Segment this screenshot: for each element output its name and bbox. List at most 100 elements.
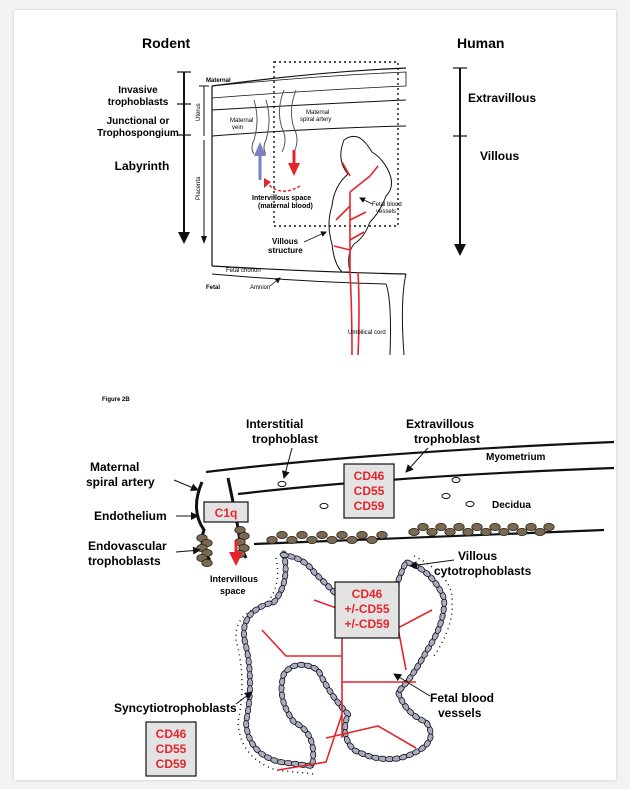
bottom-box-line-2: CD55 (156, 742, 187, 756)
label-intervillous-2b: space (220, 586, 246, 596)
trophoblast-cell (280, 552, 289, 558)
extravillous-cell (535, 528, 545, 535)
label-myometrium: Myometrium (486, 452, 546, 463)
extravillous-cell (287, 536, 297, 543)
extravillous-cell (526, 523, 536, 530)
label-fetal-chorion: Fetal chorion (226, 268, 261, 274)
label-villous-structure-1: Villous (272, 237, 299, 246)
label-spiral-artery-1: Maternal (306, 110, 329, 116)
layer-invasive-1: Invasive (118, 85, 158, 96)
label-interstitial-1: Interstitial (246, 417, 303, 431)
placenta-label: Placenta (196, 176, 202, 200)
label-villous-cyto-2: cytotrophoblasts (434, 564, 532, 578)
middle-box-line-1: CD46 (352, 587, 383, 601)
layer-invasive-2: trophoblasts (108, 97, 169, 108)
label-endovascular-2: trophoblasts (88, 554, 161, 568)
c1q-box: C1q (204, 502, 248, 522)
marker-box-middle: CD46 +/-CD55 +/-CD59 (335, 582, 399, 638)
marker-box-top: CD46 CD55 CD59 (344, 464, 394, 518)
extravillous-cell (418, 523, 428, 530)
extravillous-cell (347, 536, 357, 543)
extravillous-cell (307, 536, 317, 543)
bottom-box-line-1: CD46 (156, 727, 187, 741)
extravillous-cell (481, 528, 491, 535)
extravillous-cell (267, 536, 277, 543)
interstitial-cell (320, 503, 328, 508)
label-maternal: Maternal (206, 78, 231, 84)
extravillous-cell (367, 536, 377, 543)
circulation-arrow (266, 182, 300, 191)
label-fetal-vessels-1: Fetal blood (372, 202, 402, 208)
extravillous-cell (508, 523, 518, 530)
interstitial-cell (278, 481, 286, 486)
top-box-line-2: CD55 (354, 484, 385, 498)
extravillous-cell (436, 523, 446, 530)
marker-box-bottom: CD46 CD55 CD59 (146, 722, 196, 776)
label-extravillous-2: trophoblast (414, 432, 480, 446)
label-fetal-vessels-1b: Fetal blood (430, 691, 494, 705)
interstitial-cell (442, 493, 450, 498)
interstitial-cell (452, 477, 460, 482)
label-fetal: Fetal (206, 285, 220, 291)
extravillous-cell (454, 523, 464, 530)
bottom-box-line-3: CD59 (156, 757, 187, 771)
maternal-layer-outline (212, 72, 406, 98)
interstitial-cell (466, 501, 474, 506)
top-box-line-1: CD46 (354, 469, 385, 483)
c1q-label: C1q (215, 506, 238, 520)
human-title: Human (457, 35, 504, 51)
label-intervillous-1: Intervillous space (252, 195, 311, 202)
extravillous-cell (490, 523, 500, 530)
label-maternal-vein-2: vein (232, 125, 243, 131)
label-maternal-vein-1: Maternal (230, 118, 253, 124)
top-box-line-3: CD59 (354, 499, 385, 513)
extravillous-cell (202, 559, 212, 566)
syncytiotrophoblast-cells (197, 523, 554, 768)
label-maternal-artery-1: Maternal (90, 460, 139, 474)
label-umbilical-cord: Umbilical cord (348, 330, 386, 336)
extravillous-cell (427, 528, 437, 535)
label-villous-structure-2: structure (268, 246, 303, 255)
figure-a: Rodent Human Invasive trophoblasts Junct… (97, 35, 536, 355)
label-fetal-vessels-2b: vessels (438, 706, 482, 720)
extravillous-cell (409, 528, 419, 535)
spiral-artery (279, 90, 285, 152)
label-syncytio: Syncytiotrophoblasts (114, 701, 237, 715)
label-endothelium: Endothelium (94, 509, 167, 523)
middle-box-line-2: +/-CD55 (344, 602, 389, 616)
figure-2b-caption: Figure 2B (102, 397, 130, 403)
uterus-label: Uterus (196, 103, 202, 121)
extravillous-cell (472, 523, 482, 530)
figure-page: Rodent Human Invasive trophoblasts Junct… (14, 10, 616, 780)
label-villous-cyto-1: Villous (458, 549, 497, 563)
layer-junctional-2: Trophospongium (97, 128, 179, 139)
label-amnion: Amnion (250, 285, 270, 291)
extravillous-cell (317, 531, 327, 538)
fetal-vessels-a (334, 162, 378, 272)
extravillous-cell (544, 523, 554, 530)
label-spiral-artery-2: spiral artery (300, 117, 331, 123)
extravillous-cell (445, 528, 455, 535)
figure-canvas: Rodent Human Invasive trophoblasts Junct… (14, 10, 616, 780)
extravillous-cell (327, 536, 337, 543)
figure-b: Interstitial trophoblast Extravillous tr… (86, 417, 614, 776)
label-endovascular-1: Endovascular (88, 539, 167, 553)
label-fetal-vessels-2: vessels (376, 209, 396, 215)
human-extravillous: Extravillous (468, 91, 536, 105)
label-intervillous-2: (maternal blood) (258, 203, 313, 210)
label-intervillous-1b: Intervillous (210, 574, 258, 584)
extravillous-cell (297, 531, 307, 538)
extravillous-cell (517, 528, 527, 535)
human-villous: Villous (480, 149, 519, 163)
label-interstitial-2: trophoblast (252, 432, 318, 446)
label-decidua: Decidua (492, 500, 531, 511)
label-maternal-artery-2: spiral artery (86, 475, 155, 489)
middle-box-line-3: +/-CD59 (344, 617, 389, 631)
decidua-line (238, 468, 614, 494)
extravillous-cell (357, 531, 367, 538)
extravillous-cell (377, 531, 387, 538)
layer-junctional-1: Junctional or (107, 116, 170, 127)
rodent-title: Rodent (142, 35, 191, 51)
layer-labyrinth: Labyrinth (115, 159, 170, 173)
extravillous-cell (463, 528, 473, 535)
